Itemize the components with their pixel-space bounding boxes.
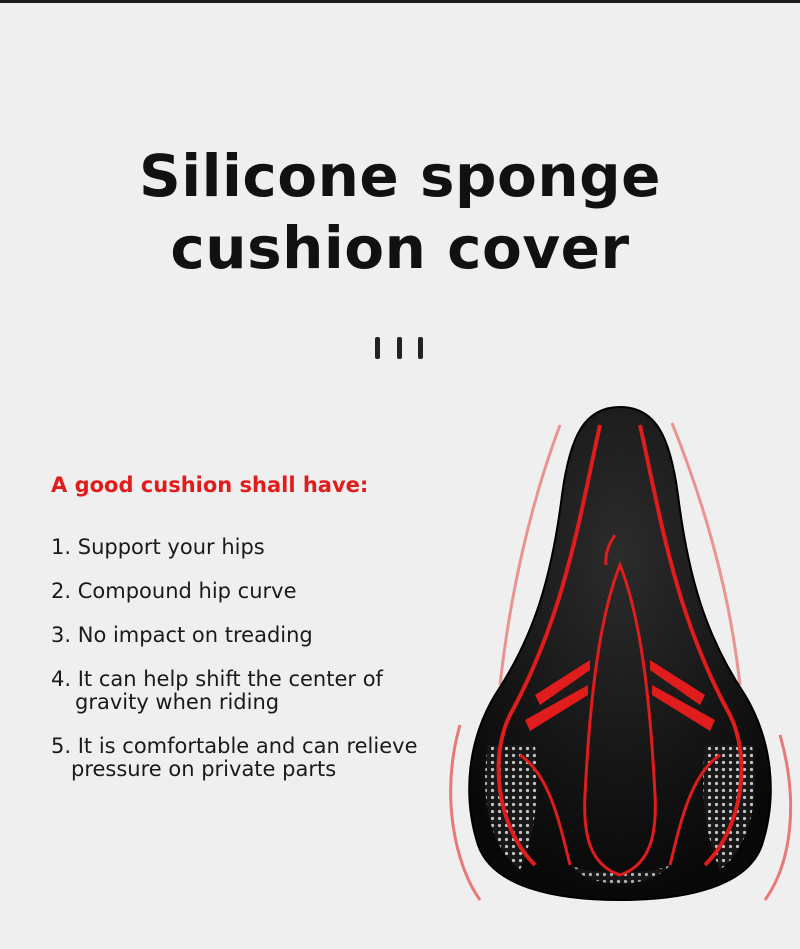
feature-item: 3. No impact on treading xyxy=(51,624,431,647)
bicycle-saddle-image xyxy=(449,405,793,902)
feature-text: It is comfortable and can relieve xyxy=(77,734,418,758)
feature-text: No impact on treading xyxy=(77,623,313,647)
motion-swoosh xyxy=(498,424,562,686)
divider-bar xyxy=(397,337,402,359)
top-border xyxy=(0,0,800,3)
accent-line xyxy=(496,424,602,867)
feature-text: Compound hip curve xyxy=(77,579,297,603)
accent-line xyxy=(519,753,572,866)
saddle-body xyxy=(468,405,772,902)
accent-stripe xyxy=(650,660,705,705)
accent-line xyxy=(638,424,744,867)
feature-text-continued: gravity when riding xyxy=(75,690,280,714)
accent-stripe xyxy=(525,685,588,731)
feature-number: 1. xyxy=(51,535,72,559)
motion-swoosh xyxy=(763,734,793,901)
title-line-1: Silicone sponge xyxy=(139,142,661,210)
feature-item: 1. Support your hips xyxy=(51,536,431,559)
page-title: Silicone sponge cushion cover xyxy=(0,140,800,284)
motion-swoosh xyxy=(449,724,482,901)
accent-stripe xyxy=(535,660,590,705)
accent-line xyxy=(583,560,657,877)
feature-item: 5. It is comfortable and can relieve pre… xyxy=(51,735,431,781)
divider-bar xyxy=(418,337,423,359)
feature-text: It can help shift the center of xyxy=(77,667,383,691)
intro-heading: A good cushion shall have: xyxy=(51,473,369,497)
accent-line xyxy=(604,534,617,566)
accent-stripe xyxy=(652,685,715,731)
feature-number: 4. xyxy=(51,667,72,691)
feature-item: 2. Compound hip curve xyxy=(51,580,431,603)
feature-text: Support your hips xyxy=(77,535,265,559)
divider-marks xyxy=(372,337,432,361)
divider-bar xyxy=(375,337,380,359)
feature-number: 3. xyxy=(51,623,72,647)
feature-number: 5. xyxy=(51,734,72,758)
title-line-2: cushion cover xyxy=(170,214,630,282)
feature-list: 1. Support your hips 2. Compound hip cur… xyxy=(51,536,431,802)
feature-text-continued: pressure on private parts xyxy=(71,757,337,781)
feature-number: 2. xyxy=(51,579,72,603)
accent-line xyxy=(668,753,721,866)
feature-item: 4. It can help shift the center of gravi… xyxy=(51,668,431,714)
motion-swoosh xyxy=(670,422,742,686)
